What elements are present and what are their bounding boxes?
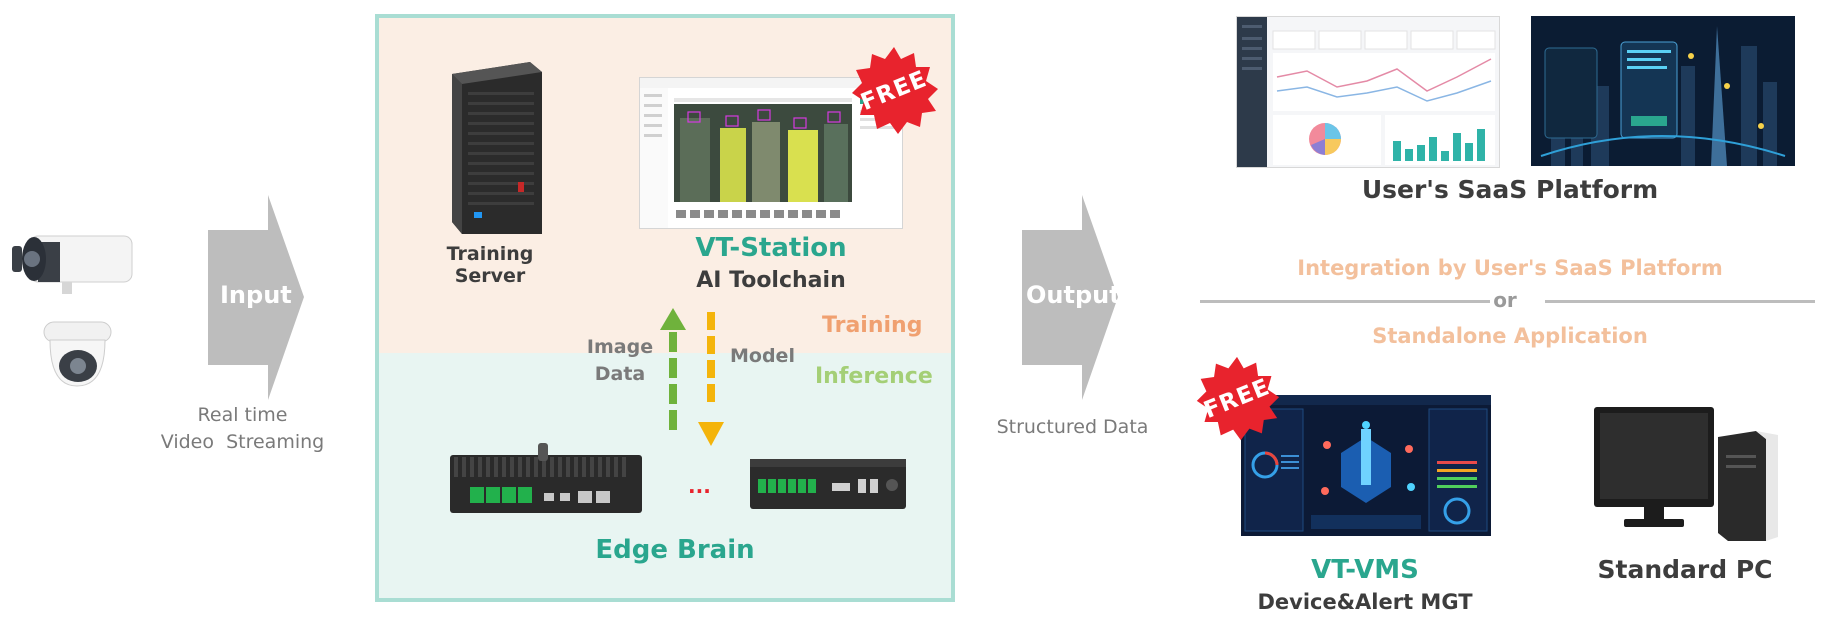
- vt-station-subtitle: AI Toolchain: [696, 268, 846, 293]
- standard-pc-label: Standard PC: [1597, 555, 1773, 584]
- dome-camera-icon: [40, 318, 115, 390]
- model-label: Model: [730, 345, 795, 367]
- integration-label: Integration by User's SaaS Platform: [1297, 256, 1723, 280]
- saas-platform-label: User's SaaS Platform: [1361, 175, 1659, 204]
- edge-brain-label: Edge Brain: [595, 535, 755, 565]
- image-data-line1: Image: [586, 336, 654, 358]
- or-label: or: [1493, 288, 1517, 312]
- model-down-arrow: [698, 312, 724, 448]
- edge-device-large: [446, 443, 646, 515]
- saas-dashboard-screenshot: [1236, 16, 1500, 168]
- training-server-label: Training Server: [446, 243, 534, 287]
- bullet-camera-icon: [12, 232, 134, 294]
- inference-label: Inference: [815, 364, 933, 389]
- output-arrow: Output: [1022, 195, 1121, 400]
- free-badge-vms: FREE: [1193, 355, 1281, 443]
- output-caption: Structured Data: [996, 416, 1149, 438]
- input-arrow-label: Input: [220, 281, 292, 309]
- ellipsis: ...: [688, 474, 711, 498]
- vt-vms-title: VT-VMS: [1311, 555, 1419, 585]
- image-data-label: Image Data: [580, 334, 660, 388]
- edge-device-small: [748, 457, 908, 511]
- image-data-line2: Data: [594, 363, 646, 385]
- standard-pc-icon: [1588, 405, 1788, 545]
- saas-city-screenshot: [1531, 16, 1795, 166]
- output-arrow-label: Output: [1026, 281, 1121, 309]
- image-data-up-arrow: [660, 308, 686, 444]
- divider-left: [1200, 300, 1490, 303]
- training-server-icon: [438, 62, 544, 237]
- divider-right: [1545, 300, 1815, 303]
- input-caption-line2: Video Streaming: [160, 431, 325, 453]
- vms-screenshot: [1241, 395, 1491, 536]
- vt-vms-subtitle: Device&Alert MGT: [1257, 590, 1473, 614]
- standalone-label: Standalone Application: [1372, 324, 1648, 348]
- input-caption-line1: Real time: [197, 404, 288, 426]
- vt-station-title: VT-Station: [695, 233, 847, 263]
- vt-station-screenshot: [639, 77, 903, 229]
- free-badge-vt-station: FREE: [848, 45, 940, 137]
- input-arrow: Input: [208, 195, 304, 400]
- training-label: Training: [822, 313, 923, 338]
- input-caption: Real time Video Streaming: [150, 402, 335, 456]
